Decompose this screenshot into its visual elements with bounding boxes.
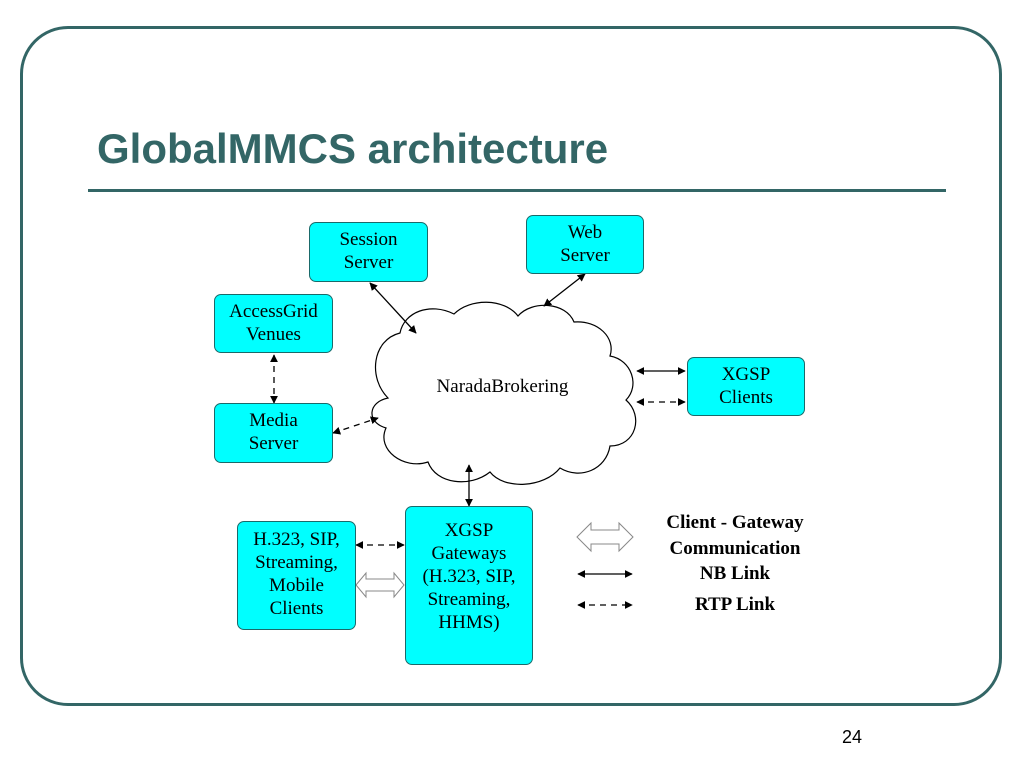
nb-link-session-cloud xyxy=(369,282,417,334)
nb-link-web-cloud xyxy=(543,273,586,307)
legend-client-gateway-label: Client - Gateway Communication xyxy=(666,512,804,559)
session-server-node: Session Server xyxy=(309,222,428,282)
accessgrid-venues-node: AccessGrid Venues xyxy=(214,294,333,353)
page-number: 24 xyxy=(842,727,863,747)
narada-brokering-cloud xyxy=(371,301,637,485)
xgsp-clients-node: XGSP Clients xyxy=(687,357,805,416)
slide-title: GlobalMMCS architecture xyxy=(97,125,609,172)
xgsp-gateways-node: XGSP Gateways (H.323, SIP, Streaming, HH… xyxy=(405,506,533,665)
narada-brokering-label: NaradaBrokering xyxy=(436,376,569,397)
legend-nb-link-label: NB Link xyxy=(699,563,771,584)
title-underline xyxy=(88,189,946,192)
rtp-link-media-cloud xyxy=(332,416,379,435)
client-gateway-link xyxy=(355,571,405,599)
legend-client-gateway-arrow xyxy=(576,521,634,553)
web-server-node: Web Server xyxy=(526,215,644,274)
h323-sip-streaming-mobile-clients-node: H.323, SIP, Streaming, Mobile Clients xyxy=(237,521,356,630)
legend-rtp-link-label: RTP Link xyxy=(694,594,776,615)
slide-frame xyxy=(20,26,1002,706)
media-server-node: Media Server xyxy=(214,403,333,463)
